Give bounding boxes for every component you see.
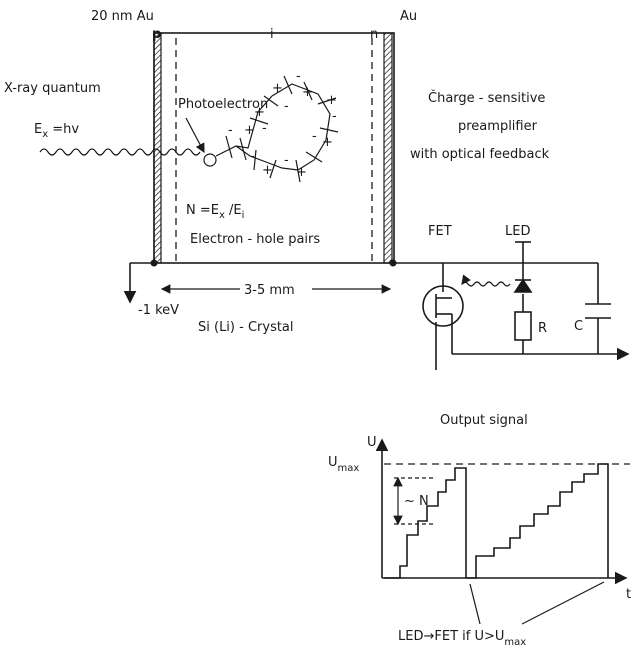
pairs-formula: N =Ex /Ei — [186, 203, 244, 221]
reset-pointer-2 — [521, 581, 605, 625]
svg-text:+: + — [296, 165, 307, 180]
preamp-title-2: preamplifier — [458, 119, 538, 134]
resistor-symbol — [514, 311, 532, 341]
umax-label: Umax — [328, 455, 359, 474]
xray-wave — [39, 148, 201, 156]
step-size-label: ~ N — [404, 494, 429, 509]
svg-text:-: - — [250, 149, 255, 164]
ramp-2 — [466, 463, 609, 579]
charge-signs: -+ +- +- -+ +- +- +- +- — [228, 69, 337, 180]
p-contact-layer — [153, 32, 162, 264]
capacitor-symbol — [585, 303, 611, 319]
si-li-crystal — [153, 32, 395, 264]
step-size-marker — [393, 476, 436, 526]
preamp-title-1: Čharge - sensitive — [428, 90, 545, 106]
right-contact-label: Au — [400, 9, 417, 24]
svg-text:-: - — [284, 99, 289, 114]
reset-pointer-1 — [469, 583, 481, 625]
y-axis-label: U — [367, 435, 377, 450]
n-layer-label: n — [370, 27, 378, 42]
svg-text:-: - — [296, 69, 301, 84]
pairs-label: Electron - hole pairs — [190, 232, 320, 247]
x-axis-label: t — [626, 587, 631, 602]
svg-text:-: - — [312, 129, 317, 144]
svg-text:+: + — [244, 123, 255, 138]
photoelectron-arrow — [185, 117, 205, 154]
svg-text:-: - — [262, 121, 267, 136]
svg-text:+: + — [272, 81, 283, 96]
i-layer-label: i — [270, 27, 274, 42]
capacitor-label: C — [574, 319, 583, 334]
ramp-1 — [384, 467, 467, 579]
svg-text:-: - — [284, 153, 289, 168]
led-label: LED — [505, 224, 530, 239]
preamp-wiring — [393, 242, 630, 370]
crystal-body — [153, 32, 395, 264]
energy-label: Ex =hv — [34, 122, 79, 140]
preamp-title-3: with optical feedback — [410, 147, 550, 162]
fet-symbol — [422, 285, 464, 327]
xray-label: X-ray quantum — [4, 81, 101, 96]
svg-text:+: + — [326, 93, 337, 108]
left-contact-label: 20 nm Au — [91, 9, 154, 24]
svg-text:-: - — [228, 123, 233, 138]
svg-text:+: + — [322, 135, 333, 150]
p-layer-label: p — [152, 27, 161, 42]
resistor-label: R — [538, 321, 547, 336]
ionisation-track — [215, 75, 339, 183]
photoelectron-dot — [203, 153, 217, 167]
svg-text:-: - — [332, 109, 337, 124]
fet-label: FET — [428, 224, 452, 239]
crystal-label: Si (Li) - Crystal — [198, 320, 294, 335]
optical-feedback-path — [461, 274, 511, 287]
svg-text:+: + — [302, 85, 313, 100]
bias-label: -1 keV — [138, 303, 179, 318]
photoelectron-label: Photoelectron — [178, 97, 268, 112]
output-title: Output signal — [440, 413, 528, 428]
reset-label: LED→FET if U>Umax — [398, 629, 526, 648]
width-label: 3-5 mm — [244, 283, 295, 298]
led-symbol — [513, 241, 533, 293]
n-contact-layer — [383, 32, 393, 264]
svg-text:+: + — [254, 105, 265, 120]
svg-text:+: + — [262, 163, 273, 178]
